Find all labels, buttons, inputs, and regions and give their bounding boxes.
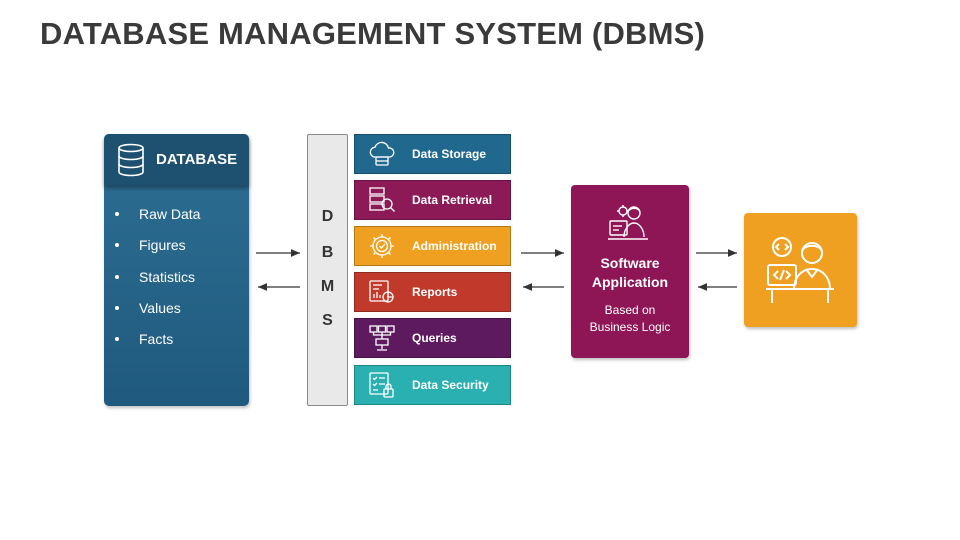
function-queries: Queries xyxy=(354,318,511,358)
software-subtitle: Based on Business Logic xyxy=(589,303,671,334)
dbms-bar xyxy=(307,134,348,406)
report-chart-icon xyxy=(369,280,394,303)
developer-icon xyxy=(608,205,648,240)
dbms-letter-m: M xyxy=(320,278,335,295)
dbms-letter-d: D xyxy=(321,208,334,225)
function-reports: Reports xyxy=(354,272,511,312)
function-data-retrieval: Data Retrieval xyxy=(354,180,511,220)
software-application-panel xyxy=(571,185,689,358)
cloud-storage-icon xyxy=(369,141,395,166)
programmer-icon xyxy=(766,237,834,303)
database-header: DATABASE xyxy=(104,134,249,185)
function-data-security: Data Security xyxy=(354,365,511,405)
list-item: Facts xyxy=(112,331,200,362)
software-title: Software Application xyxy=(591,255,669,290)
database-icon xyxy=(118,143,144,176)
gear-check-icon xyxy=(370,234,394,258)
function-administration: Administration xyxy=(354,226,511,266)
dbms-letter-s: S xyxy=(322,312,333,329)
user-panel xyxy=(744,213,857,327)
database-header-label: DATABASE xyxy=(156,151,238,168)
list-item: Raw Data xyxy=(112,206,200,237)
page-title: DATABASE MANAGEMENT SYSTEM (DBMS) xyxy=(40,16,706,51)
checklist-lock-icon xyxy=(369,372,394,398)
list-item: Figures xyxy=(112,237,200,268)
database-list: Raw Data Figures Statistics Values Facts xyxy=(112,206,200,362)
list-item: Values xyxy=(112,300,200,331)
dbms-letter-b: B xyxy=(321,244,334,261)
list-item: Statistics xyxy=(112,269,200,300)
server-search-icon xyxy=(369,187,395,212)
function-data-storage: Data Storage xyxy=(354,134,511,174)
query-network-icon xyxy=(369,325,395,351)
